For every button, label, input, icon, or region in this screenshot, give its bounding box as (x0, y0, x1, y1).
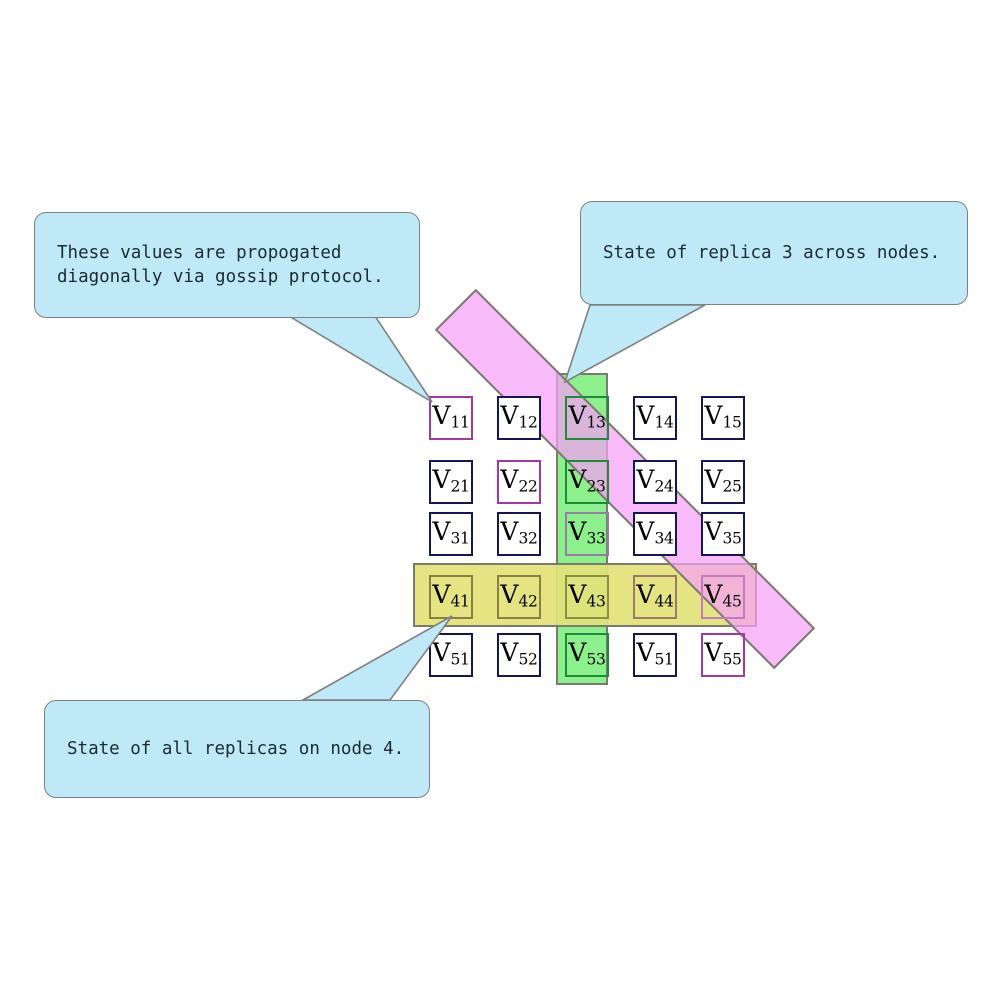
grid-cell-v53[interactable]: V53 (565, 633, 609, 677)
grid-cell-v33[interactable]: V33 (565, 512, 609, 556)
grid-cell-v13[interactable]: V13 (565, 396, 609, 440)
grid-cell-v31[interactable]: V31 (429, 512, 473, 556)
grid-cell-v43[interactable]: V43 (565, 575, 609, 619)
grid-cell-v21[interactable]: V21 (429, 460, 473, 504)
grid-cell-v51[interactable]: V51 (429, 633, 473, 677)
grid-cell-label: V43 (568, 580, 606, 611)
grid-cell-label: V41 (432, 580, 470, 611)
grid-cell-v55[interactable]: V55 (701, 633, 745, 677)
grid-cell-label: V24 (636, 465, 674, 496)
grid-cell-v24[interactable]: V24 (633, 460, 677, 504)
grid-cell-v32[interactable]: V32 (497, 512, 541, 556)
grid-cell-v23[interactable]: V23 (565, 460, 609, 504)
grid-cell-v42[interactable]: V42 (497, 575, 541, 619)
grid-cell-v22[interactable]: V22 (497, 460, 541, 504)
callout-replica3[interactable]: State of replica 3 across nodes. (580, 201, 968, 305)
grid-cell-label: V14 (636, 401, 674, 432)
grid-cell-label: V44 (636, 580, 674, 611)
grid-cell-v51[interactable]: V51 (633, 633, 677, 677)
grid-cell-label: V21 (432, 465, 470, 496)
grid-cell-label: V55 (704, 638, 742, 669)
grid-cell-label: V33 (568, 517, 606, 548)
grid-cell-label: V15 (704, 401, 742, 432)
grid-cell-label: V22 (500, 465, 538, 496)
grid-cell-v15[interactable]: V15 (701, 396, 745, 440)
grid-cell-label: V25 (704, 465, 742, 496)
callout-replica3-text: State of replica 3 across nodes. (603, 242, 941, 263)
grid-cell-v35[interactable]: V35 (701, 512, 745, 556)
callout-gossip-text: These values are propogated diagonally v… (57, 242, 384, 287)
grid-cell-label: V23 (568, 465, 606, 496)
grid-cell-label: V51 (636, 638, 674, 669)
grid-cell-label: V34 (636, 517, 674, 548)
grid-cell-v11[interactable]: V11 (429, 396, 473, 440)
grid-cell-label: V31 (432, 517, 470, 548)
grid-cell-v44[interactable]: V44 (633, 575, 677, 619)
grid-cell-v14[interactable]: V14 (633, 396, 677, 440)
callout-node4-text: State of all replicas on node 4. (67, 738, 405, 759)
grid-cell-v12[interactable]: V12 (497, 396, 541, 440)
tail-node4 (299, 615, 453, 701)
grid-cell-label: V52 (500, 638, 538, 669)
grid-cell-v45[interactable]: V45 (701, 575, 745, 619)
grid-cell-v25[interactable]: V25 (701, 460, 745, 504)
grid-cell-v52[interactable]: V52 (497, 633, 541, 677)
grid-cell-label: V32 (500, 517, 538, 548)
callout-gossip[interactable]: These values are propogated diagonally v… (34, 212, 420, 318)
grid-cell-label: V42 (500, 580, 538, 611)
tail-replica3 (563, 304, 706, 384)
grid-cell-label: V51 (432, 638, 470, 669)
grid-cell-label: V35 (704, 517, 742, 548)
grid-cell-label: V13 (568, 401, 606, 432)
tail-gossip (286, 315, 433, 403)
grid-cell-label: V12 (500, 401, 538, 432)
grid-cell-v34[interactable]: V34 (633, 512, 677, 556)
grid-cell-label: V53 (568, 638, 606, 669)
grid-cell-label: V45 (704, 580, 742, 611)
callout-node4[interactable]: State of all replicas on node 4. (44, 700, 430, 798)
grid-cell-label: V11 (432, 401, 470, 432)
